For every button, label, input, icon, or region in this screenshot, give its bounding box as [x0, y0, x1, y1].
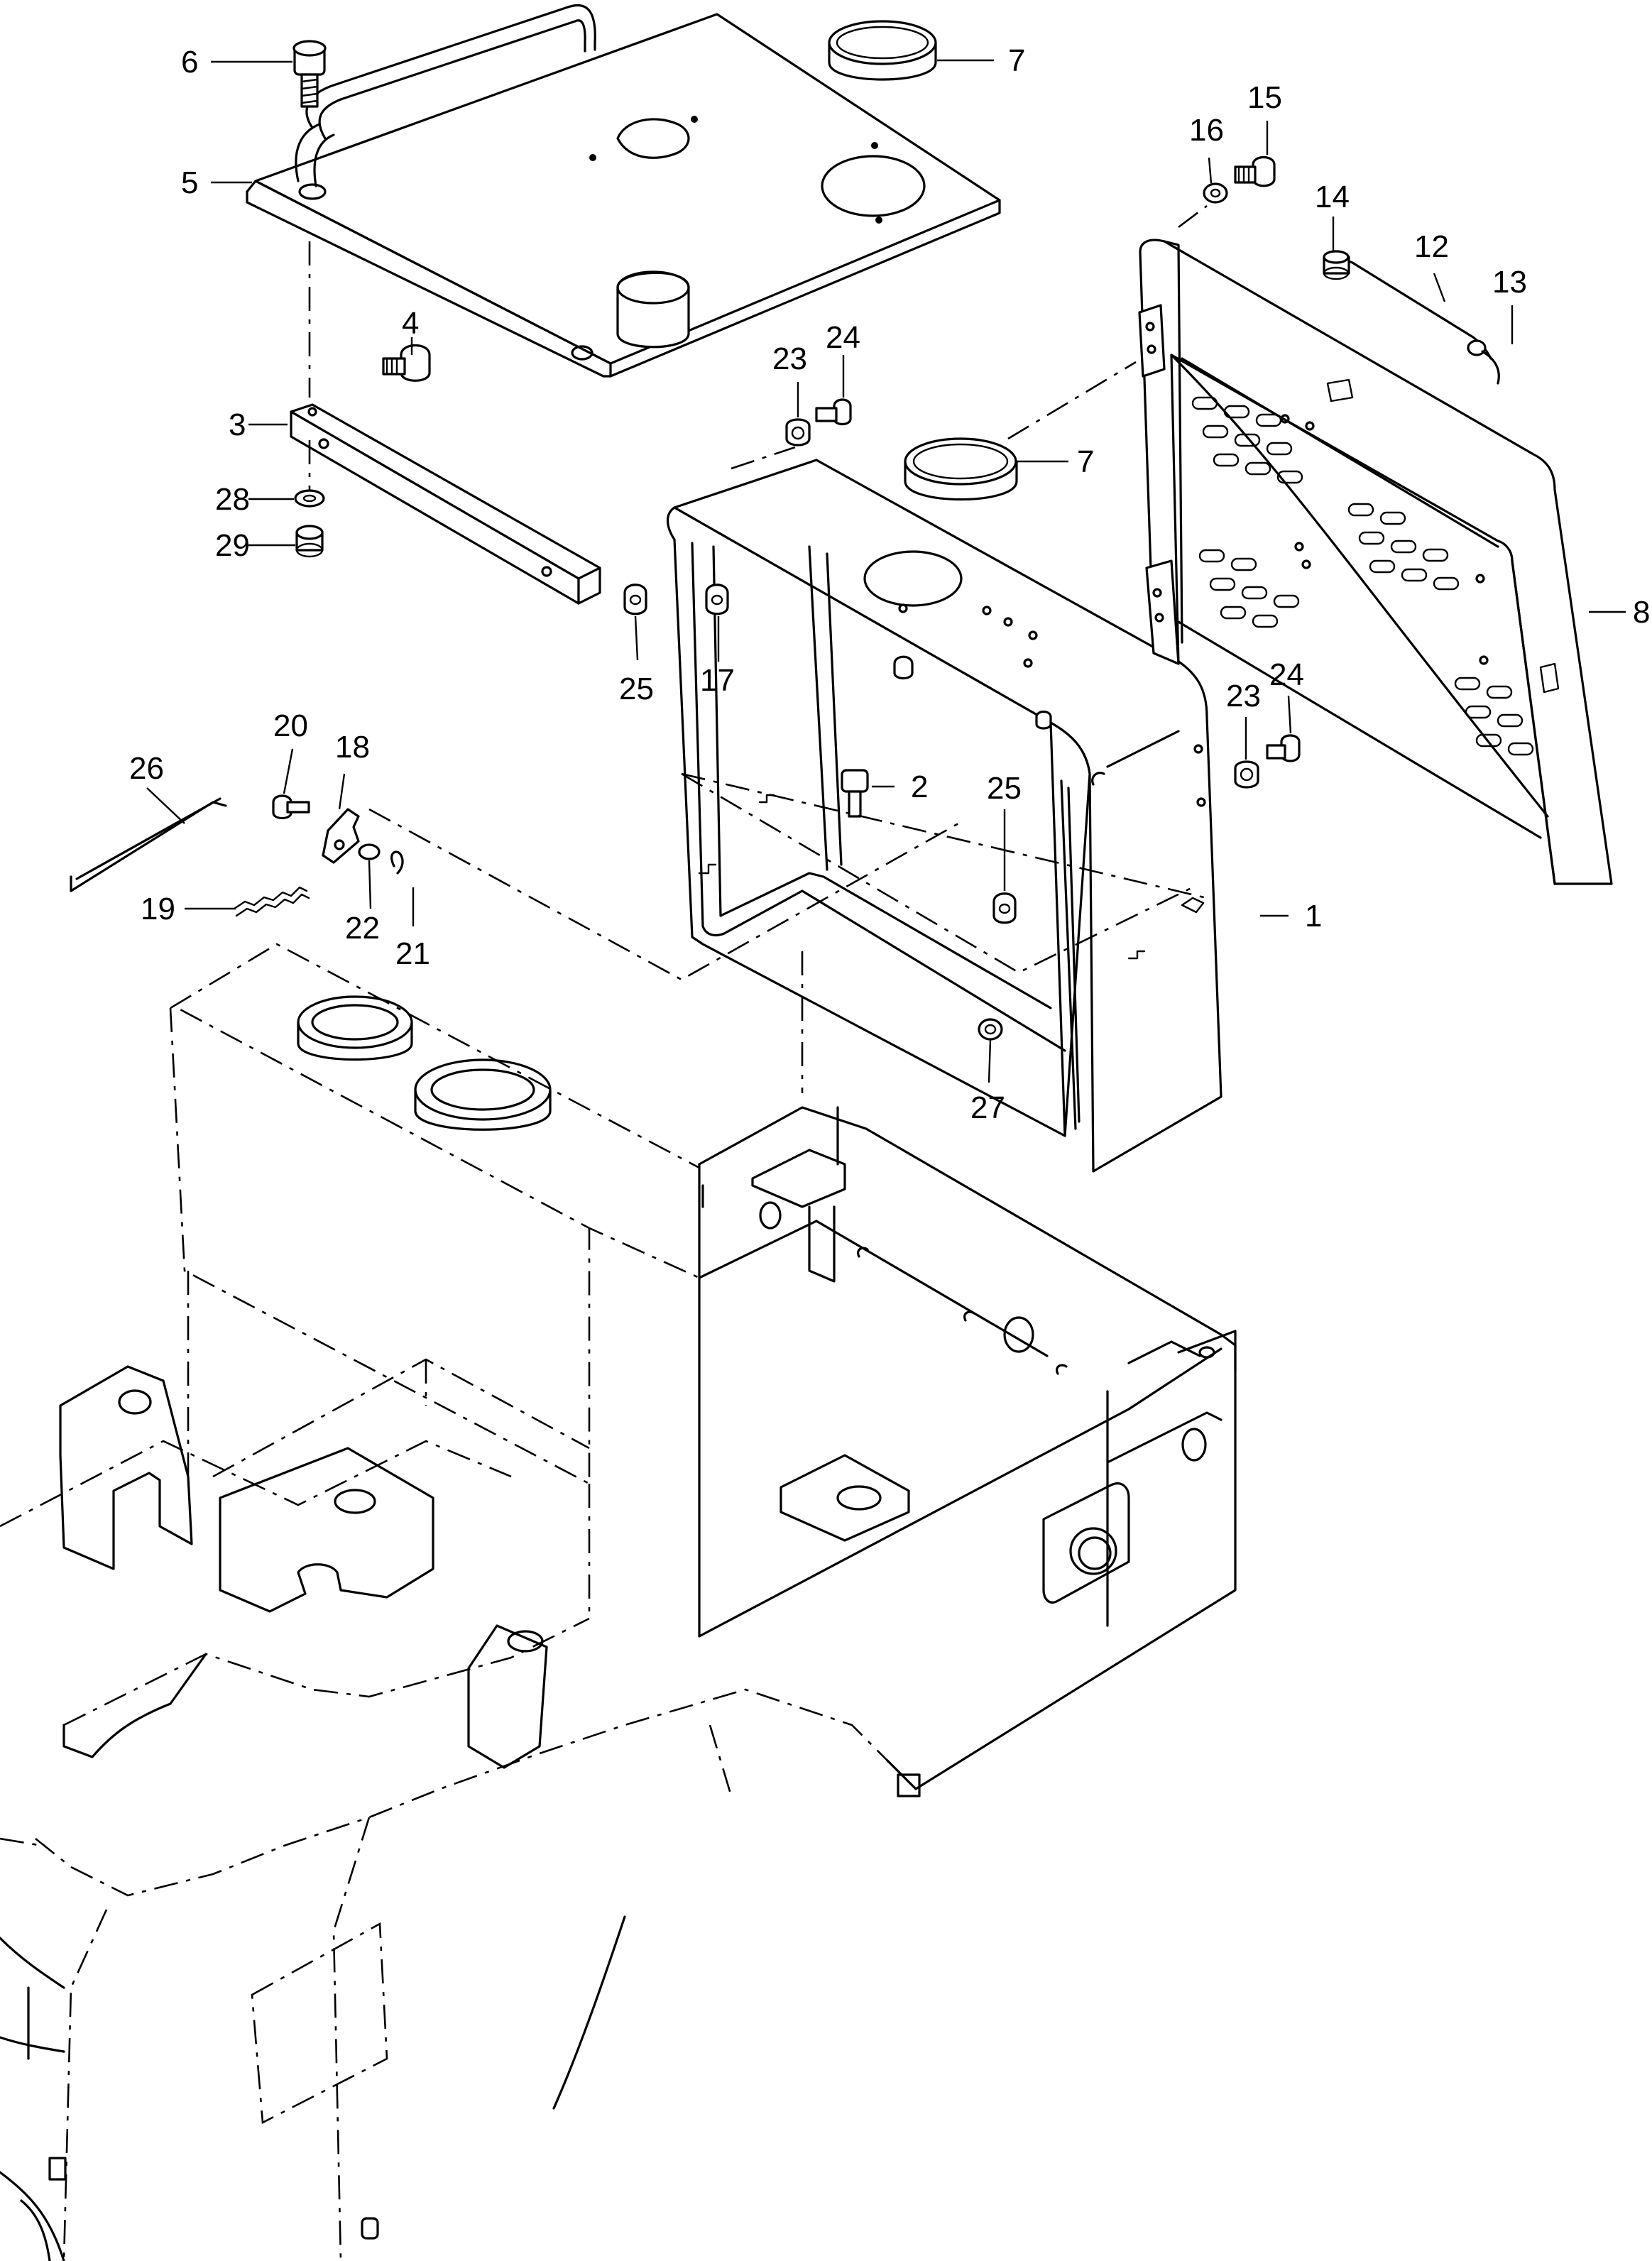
bolt-2 — [841, 769, 869, 818]
nut-25-side — [992, 892, 1017, 924]
bolt-24-top — [815, 398, 852, 426]
cap-top — [828, 20, 937, 81]
mounting-bar-3 — [290, 403, 601, 605]
reference-outlines — [0, 772, 1208, 2261]
callout-18: 18 — [335, 730, 370, 765]
callout-3: 3 — [229, 407, 246, 442]
nut-29 — [295, 525, 324, 558]
callout-5: 5 — [181, 165, 198, 200]
bolt-6 — [292, 40, 327, 108]
nut-14 — [1323, 250, 1350, 280]
rear-grille-panel-8 — [1138, 239, 1613, 885]
callout-1: 1 — [1305, 899, 1322, 934]
callout-22: 22 — [345, 911, 380, 946]
hood-frame-1 — [667, 459, 1222, 1173]
callout-19: 19 — [141, 892, 175, 926]
callout-23-side: 23 — [1226, 679, 1261, 713]
nut-25-top — [623, 584, 647, 615]
callout-25-side: 25 — [987, 771, 1022, 806]
callout-13: 13 — [1492, 265, 1527, 300]
nut-17 — [705, 584, 729, 615]
leader-lines — [146, 59, 1626, 1083]
callout-29: 29 — [215, 528, 250, 563]
machine-chassis — [698, 1106, 1237, 1790]
callout-24-top: 24 — [826, 320, 860, 355]
callout-24-side: 24 — [1269, 657, 1304, 692]
callout-7-top: 7 — [1008, 43, 1025, 78]
spacer-23-side — [1234, 760, 1259, 789]
callout-8: 8 — [1633, 595, 1650, 630]
washer-16 — [1203, 182, 1228, 204]
bolt-24-side — [1266, 734, 1301, 762]
callout-21: 21 — [395, 936, 430, 971]
callout-15: 15 — [1247, 80, 1282, 115]
washer-28 — [294, 489, 325, 508]
callout-12: 12 — [1414, 229, 1449, 264]
callout-4: 4 — [402, 306, 419, 341]
callout-27: 27 — [970, 1090, 1005, 1125]
cap-middle — [904, 437, 1018, 500]
latch-parts — [70, 794, 404, 917]
callout-20: 20 — [273, 708, 308, 743]
callout-7-middle: 7 — [1077, 444, 1094, 479]
callout-6: 6 — [181, 45, 198, 80]
callout-26: 26 — [129, 751, 164, 786]
top-cover-plate — [246, 4, 1001, 378]
bolt-15 — [1234, 155, 1276, 187]
callout-28: 28 — [215, 482, 250, 517]
callout-17: 17 — [700, 663, 735, 698]
callout-25-top: 25 — [619, 672, 654, 706]
callout-16: 16 — [1189, 113, 1224, 148]
callout-23-top: 23 — [772, 341, 807, 376]
assembly-axis-lines — [308, 204, 1208, 1093]
callout-labels: 1 2 3 4 5 6 7 7 8 12 13 14 15 16 17 18 1… — [129, 43, 1650, 1125]
callout-14: 14 — [1315, 180, 1350, 214]
bolt-4 — [382, 344, 431, 382]
callout-2: 2 — [911, 770, 928, 804]
spacer-23-top — [785, 418, 811, 447]
grommet-27 — [978, 1018, 1003, 1041]
grille-slots — [1191, 396, 1534, 756]
